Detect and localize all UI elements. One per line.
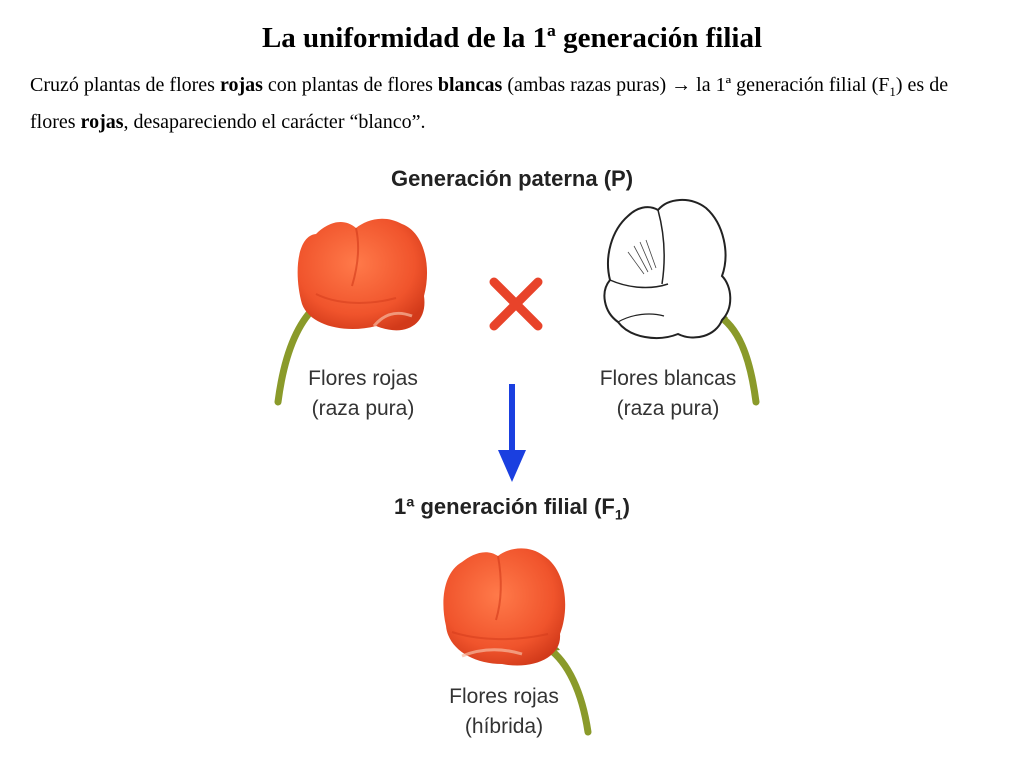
red-parent-caption: Flores rojas (raza pura): [243, 364, 483, 424]
red-flower-illustration: [274, 218, 428, 406]
hybrid-flower-illustration: [443, 548, 592, 736]
intro-text-part: Cruzó plantas de flores: [30, 74, 220, 96]
intro-text-part: con plantas de flores: [262, 74, 438, 96]
red-parent-caption-line1: Flores rojas: [308, 367, 418, 390]
filial-generation-heading: 1ª generación filial (F1): [0, 494, 1024, 522]
intro-text-part: (ambas razas puras) → la 1ª generación f…: [502, 74, 890, 96]
white-flower-illustration: [603, 199, 760, 406]
intro-subscript: 1: [889, 84, 896, 99]
filial-heading-text: 1ª generación filial (F: [394, 494, 615, 519]
parental-generation-heading: Generación paterna (P): [390, 166, 634, 191]
intro-bold-rojas: rojas: [219, 74, 263, 96]
hybrid-caption-line2: (híbrida): [464, 715, 544, 738]
intro-text-part: , desapareciendo el carácter “blanco”.: [123, 111, 426, 133]
white-parent-caption-line1: Flores blancas: [599, 367, 737, 390]
cross-icon: [489, 277, 543, 331]
hybrid-caption-line1: Flores rojas: [449, 685, 559, 708]
intro-text-part: ) es de flores: [30, 74, 949, 133]
filial-heading-end: ): [622, 494, 630, 519]
white-parent-caption: Flores blancas (raza pura): [548, 364, 788, 424]
red-parent-caption-line2: (raza pura): [311, 397, 415, 420]
intro-bold-rojas-2: rojas: [80, 111, 124, 133]
filial-heading-subscript: 1: [614, 506, 623, 523]
hybrid-caption: Flores rojas (híbrida): [384, 682, 624, 742]
intro-bold-blancas: blancas: [437, 74, 503, 96]
intro-text: Cruzó plantas de flores rojas con planta…: [30, 70, 990, 137]
white-parent-caption-line2: (raza pura): [616, 397, 720, 420]
slide-title: La uniformidad de la 1ª generación filia…: [261, 22, 763, 54]
arrow-down-icon: [498, 384, 526, 482]
